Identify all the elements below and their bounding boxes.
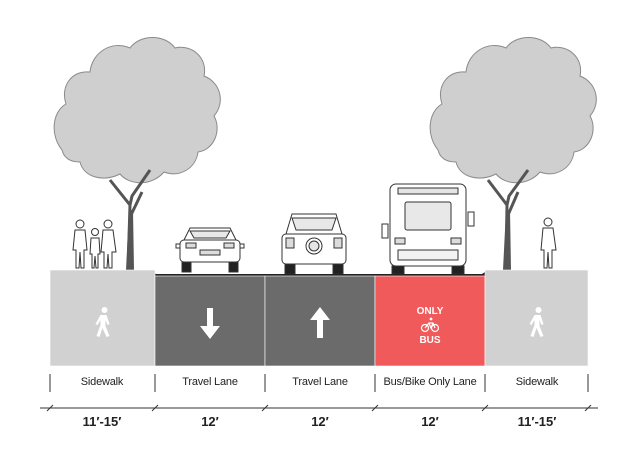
- bike-icon: [420, 317, 440, 333]
- pedestrian-right: [540, 217, 557, 269]
- bus-lane-marking-only: ONLY: [417, 306, 444, 317]
- segment-block: [374, 275, 486, 367]
- arrow-up-icon: [310, 307, 330, 338]
- measurement-lines: [40, 374, 598, 412]
- pedestrian-group-left: [72, 219, 117, 269]
- segment-width: 12′: [201, 414, 219, 429]
- segment-label: Travel Lane: [292, 376, 348, 388]
- segment-label: Sidewalk: [515, 376, 559, 388]
- segment-width: 11′-15′: [82, 414, 122, 429]
- road-surface: [50, 270, 588, 276]
- segment-width: 12′: [421, 414, 439, 429]
- tree-right: [429, 37, 597, 271]
- segment-label: Bus/Bike Only Lane: [383, 376, 477, 388]
- pedestrian-icon: [95, 307, 110, 337]
- car-hatchback: [175, 227, 245, 273]
- bus: [381, 183, 475, 275]
- arrow-down-icon: [200, 308, 220, 339]
- segments: ONLY BUS: [49, 269, 589, 367]
- bus-lane-marking-bus: BUS: [419, 335, 440, 346]
- car-suv: [281, 213, 347, 275]
- tree-left: [53, 37, 221, 271]
- segment-label: Travel Lane: [182, 376, 238, 388]
- segment-width: 11′-15′: [517, 414, 557, 429]
- segment-label: Sidewalk: [80, 376, 124, 388]
- segment-width: 12′: [311, 414, 329, 429]
- pedestrian-icon: [529, 307, 544, 337]
